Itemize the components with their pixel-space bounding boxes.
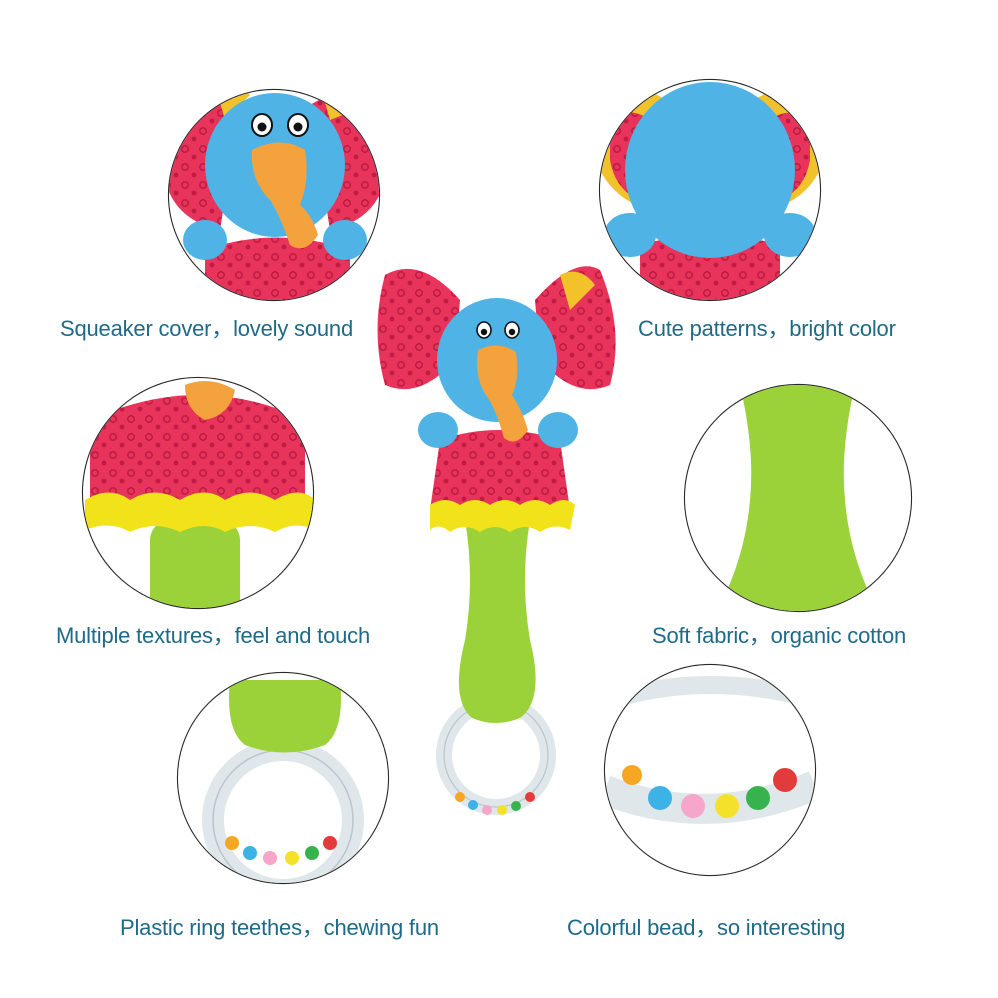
caption-patterns: Cute patterns，bright color: [638, 316, 896, 341]
detail-circle-squeaker: [167, 88, 381, 302]
detail-circle-textures: [81, 376, 315, 610]
caption-textures: Multiple textures，feel and touch: [56, 623, 370, 648]
detail-circle-ring: [176, 671, 390, 885]
caption-ring: Plastic ring teethes，chewing fun: [120, 915, 439, 940]
detail-circle-patterns: [598, 78, 822, 302]
rattle-toy-full: [377, 266, 616, 815]
detail-circle-fabric: [683, 383, 913, 613]
caption-beads: Colorful bead，so interesting: [567, 915, 846, 940]
detail-circle-beads: [603, 663, 817, 877]
caption-squeaker: Squeaker cover，lovely sound: [60, 316, 353, 341]
caption-fabric: Soft fabric，organic cotton: [652, 623, 907, 648]
